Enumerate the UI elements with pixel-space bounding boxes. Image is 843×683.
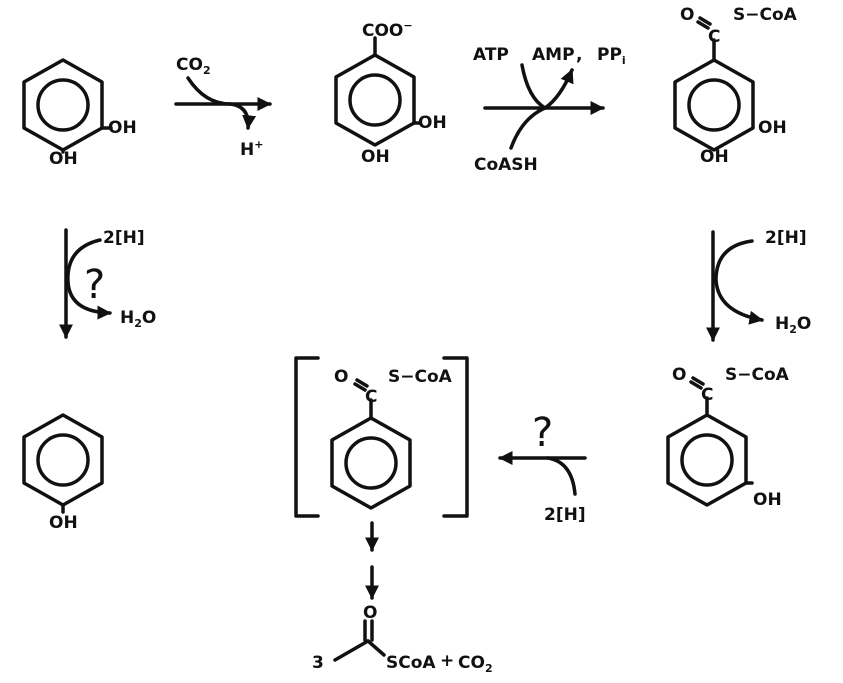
benzoyl-coa-aromatic-circle [344, 436, 398, 490]
protocatechuate-aromatic-circle [348, 73, 402, 127]
catechol-molecule [22, 58, 113, 154]
benzoyl-coa-thioester: S−CoA [388, 367, 453, 387]
protocatechuyl-coa-thioester: S−CoA [733, 5, 798, 25]
coa-ligation-arrow [483, 63, 605, 150]
right-reduction-arrow [706, 230, 764, 342]
carboxylation-arrow [174, 76, 272, 130]
hydroxybenzoyl-coa-ring [666, 413, 748, 507]
benzoyl-coa-carbonyl-c: C [365, 387, 377, 407]
hydroxybenzoyl-coa-carbonyl-c: C [701, 385, 713, 405]
phenol-aromatic-circle [36, 433, 90, 487]
mid-question-mark: ? [532, 410, 553, 456]
final-co2-label: CO2 [458, 653, 493, 675]
benzoyl-coa-ring [330, 416, 412, 510]
acetyl-coa-carbonyl-o: O [363, 603, 377, 623]
proton-product-label: H+ [240, 138, 263, 160]
benzoyl-coa-molecule [294, 356, 469, 518]
coash-label: CoASH [474, 155, 538, 175]
hydroxybenzoyl-coa-oh: OH [753, 490, 782, 510]
catechol-oh-meta: OH [108, 118, 137, 138]
dehydroxylation-arrow [498, 451, 587, 496]
mid-reductant-label: 2[H] [544, 505, 586, 525]
acetyl-coa-thioester: SCoA [386, 653, 436, 673]
catechol-oh-para: OH [49, 149, 78, 169]
protocatechuyl-coa-carbonyl-o: O [680, 5, 694, 25]
protocatechuyl-coa-oh-meta: OH [758, 118, 787, 138]
acetyl-coa-molecule [333, 619, 386, 662]
hydroxybenzoyl-coa-carbonyl-o: O [672, 365, 686, 385]
left-question-mark: ? [84, 262, 105, 308]
right-bracket [442, 356, 469, 518]
co2-substrate-label: CO2 [176, 55, 211, 77]
left-bracket [294, 356, 320, 518]
catechol-ring [22, 58, 104, 152]
phenol-molecule [22, 413, 104, 514]
protocatechuate-oh-meta: OH [418, 113, 447, 133]
phenol-ring [22, 413, 104, 507]
protocatechuyl-coa-ring [673, 58, 755, 152]
right-water-label: H2O [775, 314, 811, 336]
left-water-label: H2O [120, 308, 156, 330]
ppi-label: PPi [597, 45, 626, 67]
protocatechuate-oh-para: OH [361, 147, 390, 167]
protocatechuate-molecule [334, 36, 422, 147]
benzoyl-coa-carbonyl-o: O [334, 367, 348, 387]
protocatechuate-ring [334, 53, 416, 147]
protocatechuate-carboxylate: COO− [362, 19, 413, 41]
protocatechuyl-coa-aromatic-circle [687, 78, 741, 132]
left-reduction-arrow [59, 228, 112, 339]
hydroxybenzoyl-coa-aromatic-circle [680, 433, 734, 487]
protocatechuyl-coa-molecule [673, 16, 755, 152]
left-reductant-label: 2[H] [103, 228, 145, 248]
final-coefficient: 3 [312, 653, 324, 673]
phenol-oh: OH [49, 513, 78, 533]
atp-label: ATP [473, 45, 509, 65]
amp-label: AMP [532, 45, 575, 65]
hydroxybenzoyl-coa-thioester: S−CoA [725, 365, 790, 385]
protocatechuyl-coa-carbonyl-c: C [708, 27, 720, 47]
protocatechuyl-coa-oh-para: OH [700, 147, 729, 167]
hydroxybenzoyl-coa-molecule [666, 376, 754, 507]
right-reductant-label: 2[H] [765, 228, 807, 248]
catechol-aromatic-circle [36, 78, 90, 132]
ppi-comma: , [576, 45, 582, 65]
final-plus: + [440, 651, 454, 671]
